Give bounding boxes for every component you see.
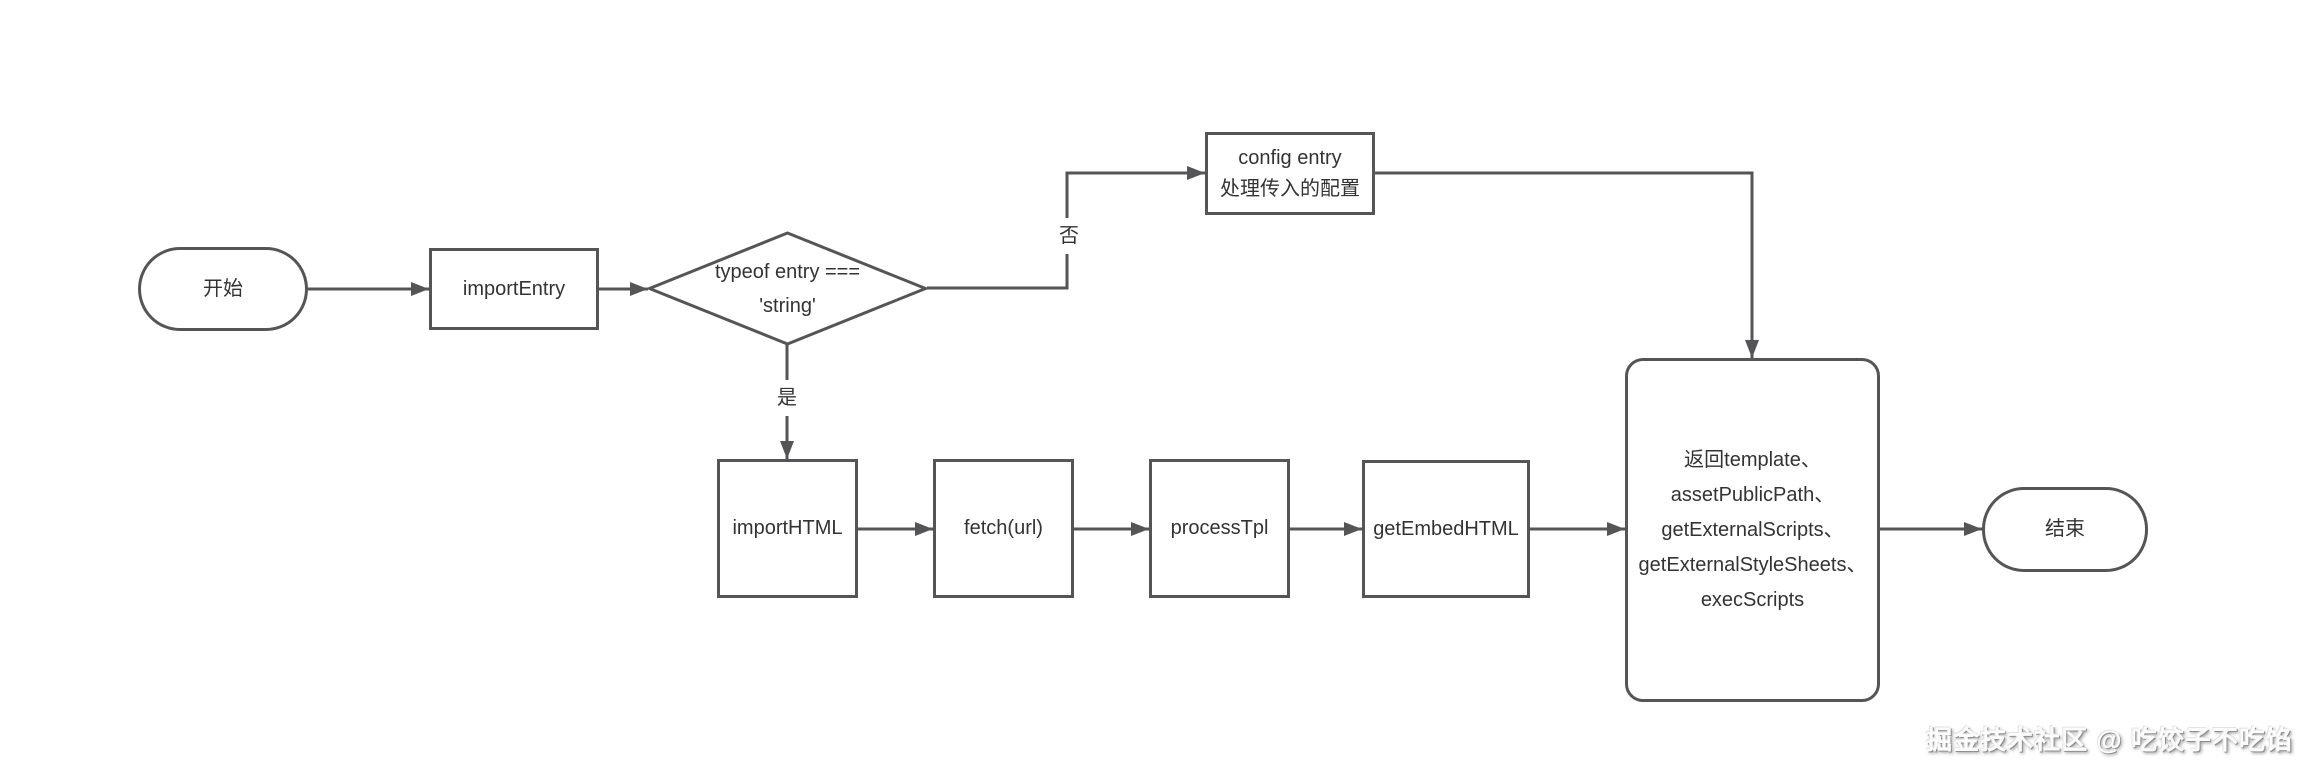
import-entry-node-label: importEntry	[462, 277, 566, 300]
result-node-line5: execScripts	[1700, 588, 1805, 611]
end-node: 结束	[1982, 487, 2148, 572]
get-embed-html-node: getEmbedHTML	[1362, 460, 1530, 598]
fetch-url-node-label: fetch(url)	[964, 517, 1043, 539]
decision-diamond-shape	[645, 231, 930, 346]
result-node-line2: assetPublicPath、	[1670, 483, 1835, 506]
edge-label-yes: 是	[772, 380, 802, 416]
config-entry-node-line1: config entry	[1238, 146, 1342, 169]
decision-node-line2: 'string'	[759, 294, 816, 317]
watermark: 掘金技术社区 @ 吃饺子不吃馅	[1926, 725, 2293, 755]
config-entry-node: config entry 处理传入的配置	[1205, 132, 1375, 215]
decision-node-line1: typeof entry ===	[714, 260, 861, 283]
get-embed-html-node-label: getEmbedHTML	[1373, 517, 1519, 540]
process-tpl-node-label: processTpl	[1170, 517, 1269, 539]
start-node: 开始	[138, 247, 308, 331]
import-html-node: importHTML	[717, 459, 858, 598]
result-node-line3: getExternalScripts、	[1661, 518, 1844, 541]
process-tpl-node: processTpl	[1149, 459, 1290, 598]
decision-node: typeof entry === 'string'	[648, 232, 927, 345]
fetch-url-node: fetch(url)	[933, 459, 1074, 598]
result-node-line4: getExternalStyleSheets、	[1638, 553, 1867, 576]
start-node-label: 开始	[203, 277, 243, 300]
config-entry-node-line2: 处理传入的配置	[1220, 177, 1360, 200]
edge-label-no: 否	[1054, 218, 1084, 254]
end-node-label: 结束	[2045, 518, 2085, 540]
result-node-line1: 返回template、	[1684, 448, 1821, 471]
result-node: 返回template、 assetPublicPath、 getExternal…	[1625, 358, 1880, 702]
import-html-node-label: importHTML	[732, 517, 843, 539]
import-entry-node: importEntry	[429, 248, 599, 330]
edge-config-to-result	[1375, 171, 1759, 358]
